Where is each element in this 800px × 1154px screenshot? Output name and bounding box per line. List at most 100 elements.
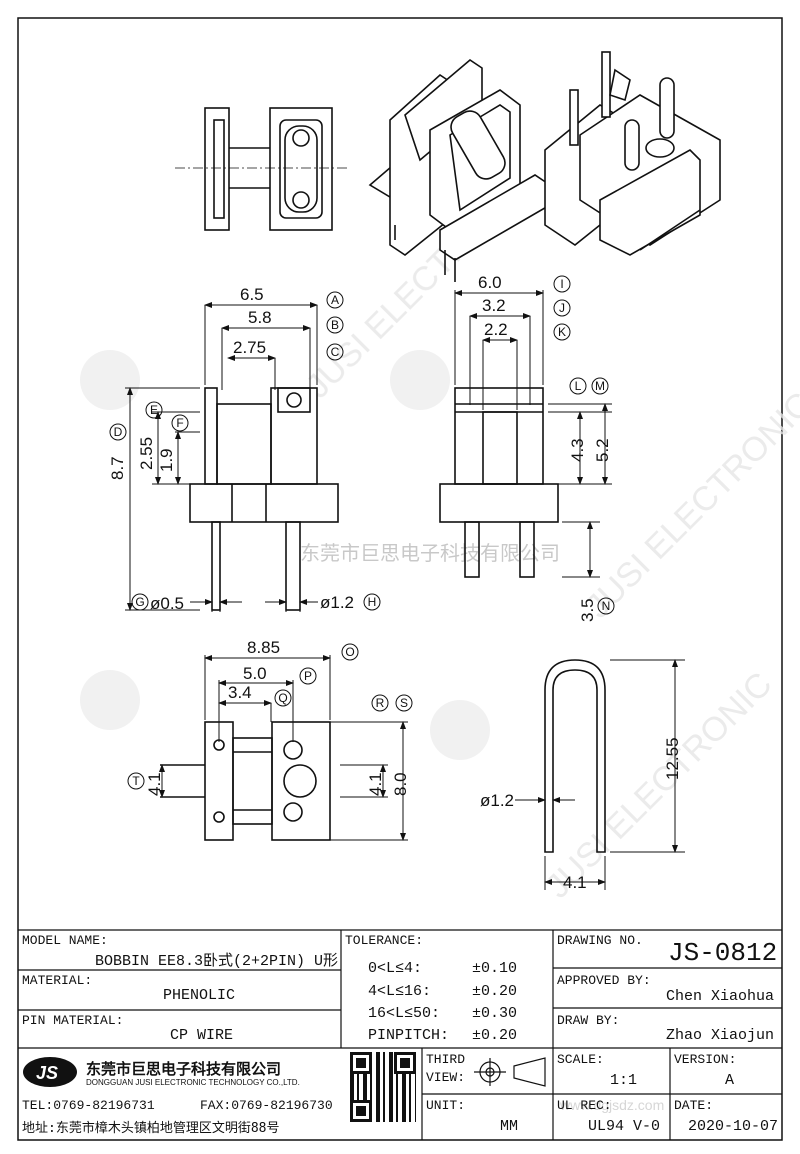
marker-circle-p (299, 667, 317, 685)
tol-value-0: ±0.10 (472, 960, 518, 977)
dim-4-1-u: 4.1 (563, 873, 587, 892)
address: 地址:东莞市樟木头镇柏地管理区文明街88号 (22, 1121, 280, 1136)
logo-text: JS (36, 1063, 58, 1083)
marker-circle-g (131, 593, 149, 611)
marker-circle-m (591, 377, 609, 395)
company-en: DONGGUAN JUSI ELECTRONIC TECHNOLOGY CO.,… (86, 1078, 300, 1087)
bottom-dims (159, 655, 408, 841)
marker-circle-c (326, 343, 344, 361)
third-view-label-1: THIRD (426, 1052, 466, 1067)
dim-d0-5: ø0.5 (150, 594, 184, 613)
scale-label: SCALE: (557, 1052, 604, 1067)
marker-circle-i (553, 275, 571, 293)
company-logo: JS (23, 1057, 77, 1087)
u-pin-dims (515, 659, 685, 890)
u-pin-view (544, 659, 606, 853)
marker-circle-j (553, 299, 571, 317)
sheet-border (17, 17, 783, 1141)
dim-4-1-a: 4.1 (145, 772, 164, 796)
unit-value: MM (500, 1118, 519, 1135)
tol-range-1: 4<L≤16: (368, 983, 432, 1000)
title-block-grid (18, 929, 782, 1140)
material-value: PHENOLIC (163, 987, 236, 1004)
material-label: MATERIAL: (22, 973, 93, 988)
marker-circle-f (171, 414, 189, 432)
date-value: 2020-10-07 (688, 1118, 779, 1135)
tol-range-0: 0<L≤4: (368, 960, 423, 977)
marker-label-r: R (376, 696, 385, 710)
qr-finder (350, 1052, 372, 1074)
marker-label-j: J (559, 301, 565, 315)
version-value: A (725, 1072, 735, 1089)
watermark-en-2: JUSI ELECTRONIC (579, 385, 800, 626)
dim-2-55: 2.55 (137, 437, 156, 470)
top-view-small (175, 107, 350, 231)
bottom-view (160, 721, 331, 841)
marker-circle-b (326, 316, 344, 334)
marker-label-d: D (114, 425, 123, 439)
marker-label-i: I (560, 277, 563, 291)
bottom-dim-labels: 8.85 5.0 3.4 4.1 4.1 8.0 (145, 638, 410, 796)
side-dim-labels: 6.0 3.2 2.2 4.3 5.2 3.5 (478, 273, 612, 622)
model-label: MODEL NAME: (22, 933, 108, 948)
marker-label-k: K (558, 325, 566, 339)
marker-label-q: Q (278, 691, 287, 705)
dim-5-8: 5.8 (248, 308, 272, 327)
model-value: BOBBIN EE8.3卧式(2+2PIN) U形 (95, 953, 339, 970)
third-angle-symbol (474, 1057, 546, 1087)
unit-label: UNIT: (426, 1098, 466, 1113)
marker-circle-h (363, 593, 381, 611)
tol-range-3: PINPITCH: (368, 1027, 450, 1044)
front-dims (125, 302, 318, 612)
marker-circle-e (145, 401, 163, 419)
marker-label-m: M (595, 379, 605, 393)
dim-4-3: 4.3 (568, 438, 587, 462)
dim-8-0: 8.0 (391, 772, 410, 796)
dim-3-2: 3.2 (482, 296, 506, 315)
side-dims (454, 290, 612, 578)
dim-4-1-b: 4.1 (366, 772, 385, 796)
marker-label-t: T (132, 774, 140, 788)
watermark: 东莞市巨思电子科技有限公司 JUSI ELECTRONIC JUSI ELECT… (80, 165, 800, 1113)
dim-6-0: 6.0 (478, 273, 502, 292)
watermark-logo-4 (430, 700, 490, 760)
dim-3-5: 3.5 (578, 598, 597, 622)
marker-label-l: L (575, 379, 582, 393)
dim-5-0: 5.0 (243, 664, 267, 683)
watermark-cn: 东莞市巨思电子科技有限公司 (300, 542, 560, 565)
company-cn: 东莞市巨思电子科技有限公司 (86, 1060, 282, 1078)
dim-8-7: 8.7 (108, 456, 127, 480)
scale-value: 1:1 (610, 1072, 638, 1089)
marker-label-h: H (368, 595, 377, 609)
qr-finder (394, 1052, 416, 1074)
front-view (189, 387, 339, 611)
dim-1-9: 1.9 (157, 448, 176, 472)
ul-label: UL REC: (557, 1098, 612, 1113)
front-dim-labels: 6.5 5.8 2.75 8.7 2.55 1.9 ø0.5 ø1.2 (108, 285, 354, 613)
watermark-logo-2 (390, 350, 450, 410)
third-view-label-2: VIEW: (426, 1070, 466, 1085)
marker-label-p: P (304, 669, 312, 683)
marker-label-c: C (331, 345, 340, 359)
dim-d1-2-u: ø1.2 (480, 791, 514, 810)
watermark-url: www.dgjsdz.com (559, 1097, 664, 1113)
tol-value-2: ±0.30 (472, 1005, 518, 1022)
draw-by: Zhao Xiaojun (666, 1027, 775, 1044)
iso-view-right (544, 51, 721, 256)
approved-by: Chen Xiaohua (666, 988, 775, 1005)
marker-circle-q (274, 689, 292, 707)
iso-view-left (368, 59, 551, 282)
watermark-logo-3 (80, 670, 140, 730)
ul-value: UL94 V-0 (588, 1118, 661, 1135)
pin-material-value: CP WIRE (170, 1027, 234, 1044)
dim-3-4: 3.4 (228, 683, 252, 702)
marker-circle-t (127, 772, 145, 790)
marker-circle-s (395, 694, 413, 712)
u-pin-labels: 12.55 ø1.2 4.1 (480, 737, 682, 892)
tol-value-3: ±0.20 (472, 1027, 518, 1044)
marker-label-o: O (345, 645, 354, 659)
dim-2-2: 2.2 (484, 320, 508, 339)
draw-label: DRAW BY: (557, 1013, 620, 1028)
